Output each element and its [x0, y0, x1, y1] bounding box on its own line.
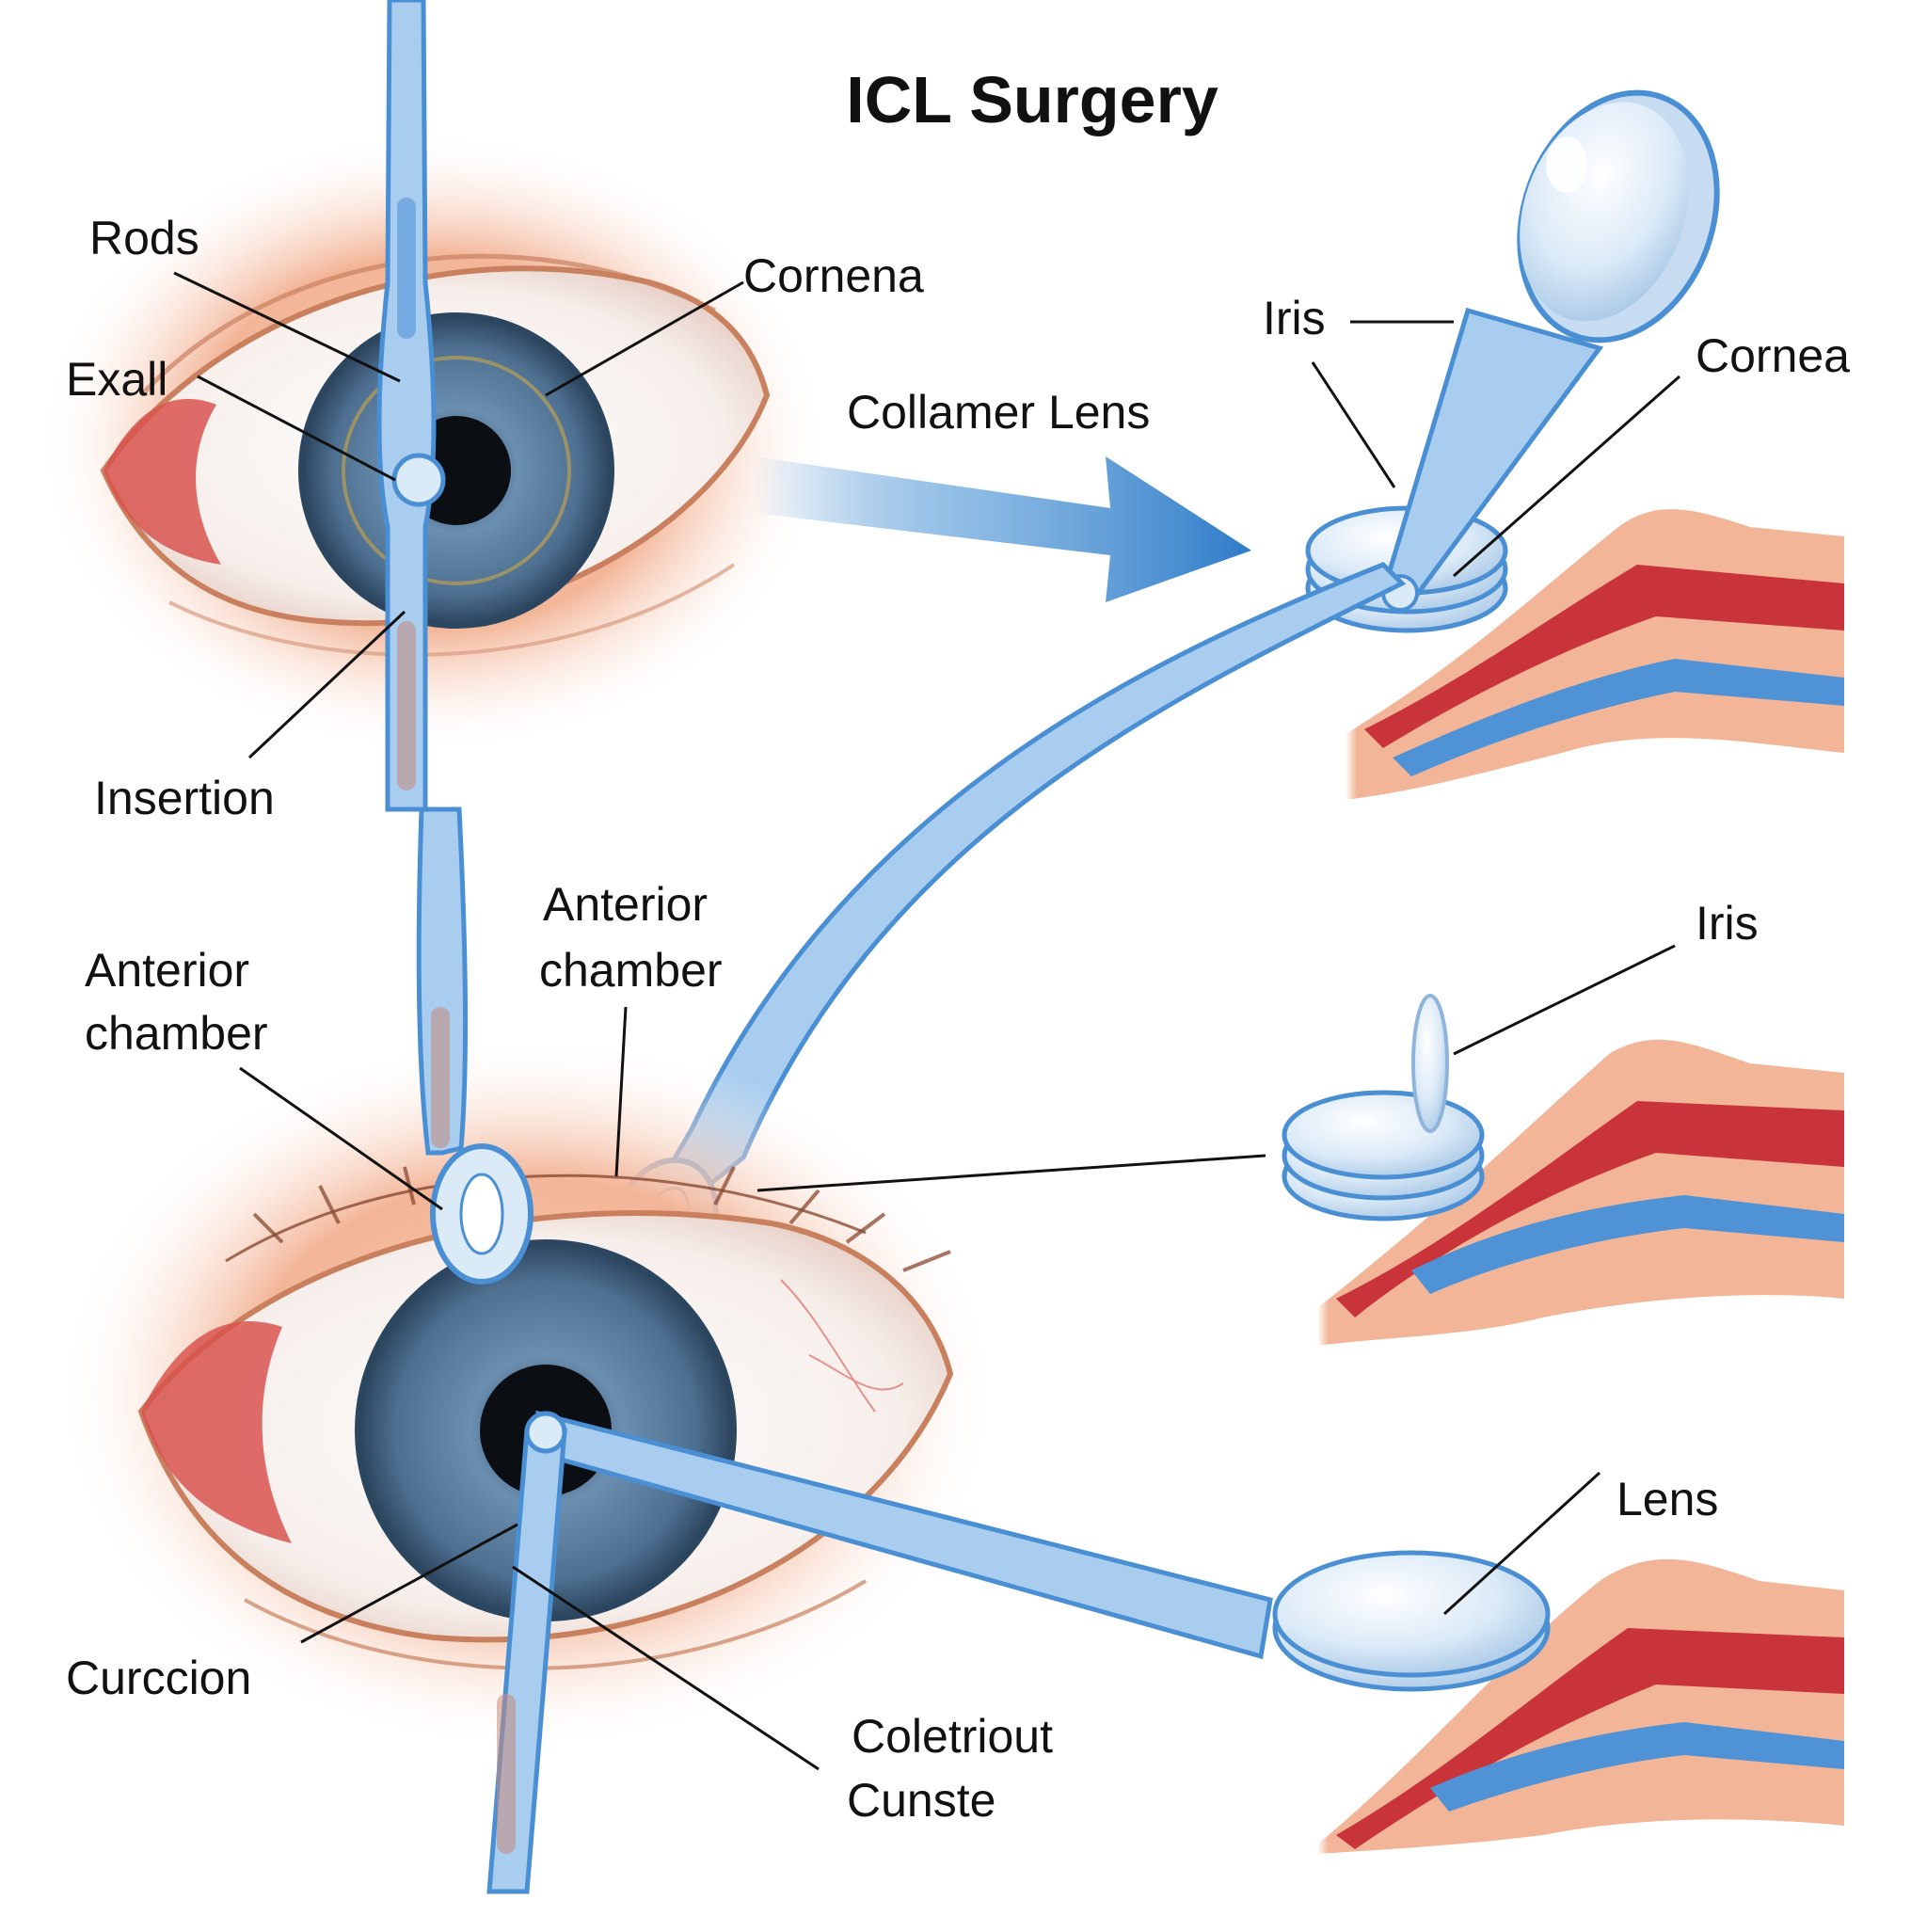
label-cornea-top: Cornea: [1696, 329, 1850, 382]
label-curccion: Curccion: [66, 1652, 251, 1704]
leader-curccion: [300, 1523, 518, 1644]
leader-iris-mid-lens: [756, 1154, 1266, 1192]
label-iris-top: Iris: [1263, 292, 1326, 344]
label-collamer-lens: Collamer Lens: [847, 386, 1150, 439]
leader-lines: [173, 271, 1680, 1771]
leader-cornea-top: [1453, 375, 1680, 578]
direction-arrow: [753, 456, 1251, 602]
leader-insertion: [247, 610, 406, 759]
label-anterior-chamber-left-line1: Anterior: [85, 944, 249, 997]
bottom-vertical-instrument: [416, 806, 534, 1285]
label-coletriout-line2: Cunste: [847, 1774, 995, 1827]
diagram-title: ICL Surgery: [846, 63, 1218, 136]
leader-iris-top-2: [1311, 361, 1396, 488]
label-anterior-chamber-left-line2: chamber: [85, 1007, 268, 1060]
bottom-eye: [56, 1035, 997, 1750]
middle-right-lens-stack: [1282, 994, 1485, 1221]
label-lens: Lens: [1616, 1473, 1718, 1525]
label-rods: Rods: [89, 212, 199, 264]
leader-lens: [1442, 1471, 1601, 1616]
label-iris-mid: Iris: [1696, 897, 1759, 950]
bottom-right-lens: [1272, 1550, 1551, 1692]
label-insertion: Insertion: [94, 772, 275, 824]
label-anterior-chamber-mid-line2: chamber: [539, 944, 723, 997]
leader-iris-mid: [1453, 944, 1676, 1056]
magnifier-instrument: [1379, 89, 1720, 612]
leader-exall: [197, 375, 396, 482]
leader-rods: [173, 271, 401, 383]
bottom-eye-instrument: [486, 1410, 1273, 1894]
label-exall: Exall: [66, 353, 167, 406]
label-anterior-chamber-mid-line1: Anterior: [543, 878, 708, 931]
leader-anterior-chamber-mid: [614, 1006, 628, 1177]
leader-coletriout: [512, 1565, 820, 1771]
label-coletriout-line1: Coletriout: [852, 1710, 1053, 1763]
leader-cornena: [545, 280, 744, 397]
label-cornena: Cornena: [743, 249, 924, 302]
leader-anterior-chamber-left: [239, 1066, 443, 1211]
top-vertical-instrument: [376, 0, 446, 812]
